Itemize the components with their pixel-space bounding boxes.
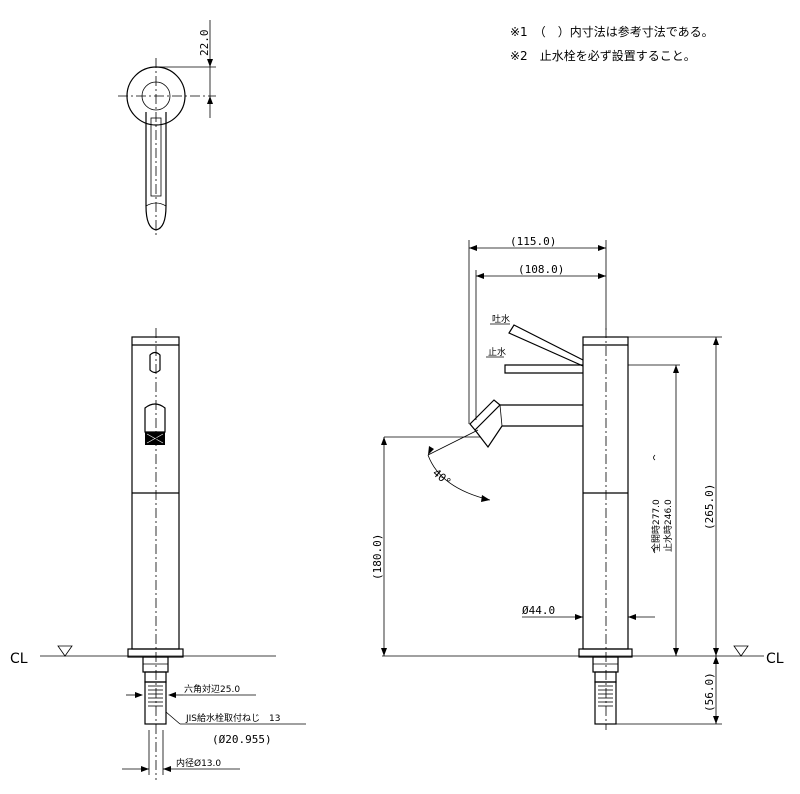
note-2: ※2 止水栓を必ず設置すること。 (510, 48, 696, 63)
note-1: ※1 （ ）内寸法は参考寸法である。 (510, 24, 714, 39)
thread-spec: JIS給水栓取付ねじ 13 (185, 712, 280, 724)
dim-56: (56.0) (703, 672, 716, 712)
label-open: 吐水 (492, 313, 510, 325)
front-view: CL 六角対辺25.0 JIS給水栓取付ねじ 13 (Ø20.955) 内径Ø1… (10, 328, 306, 780)
thread-dia: (Ø20.955) (212, 733, 272, 746)
cl-right-label: CL (766, 651, 784, 667)
top-dim-22: 22.0 (198, 30, 211, 57)
side-view: 吐水 止水 CL (115.0) (108.0) (371, 235, 784, 730)
top-view: 22.0 (118, 20, 216, 238)
angle-dim: 40° (430, 466, 454, 489)
dim-265: (265.0) (703, 484, 716, 530)
dim-108: (108.0) (518, 263, 564, 276)
label-close: 止水 (488, 346, 506, 358)
inner-dia: 内径Ø13.0 (176, 757, 221, 769)
dim-277: 全開時277.0 (650, 499, 662, 552)
cl-left-label: CL (10, 651, 28, 667)
dim-115: (115.0) (510, 235, 556, 248)
dim-246: 止水時246.0 (662, 499, 674, 552)
hex-dim: 六角対辺25.0 (184, 683, 240, 695)
dim-44: Ø44.0 (522, 604, 555, 617)
dim-180: (180.0) (371, 534, 384, 580)
